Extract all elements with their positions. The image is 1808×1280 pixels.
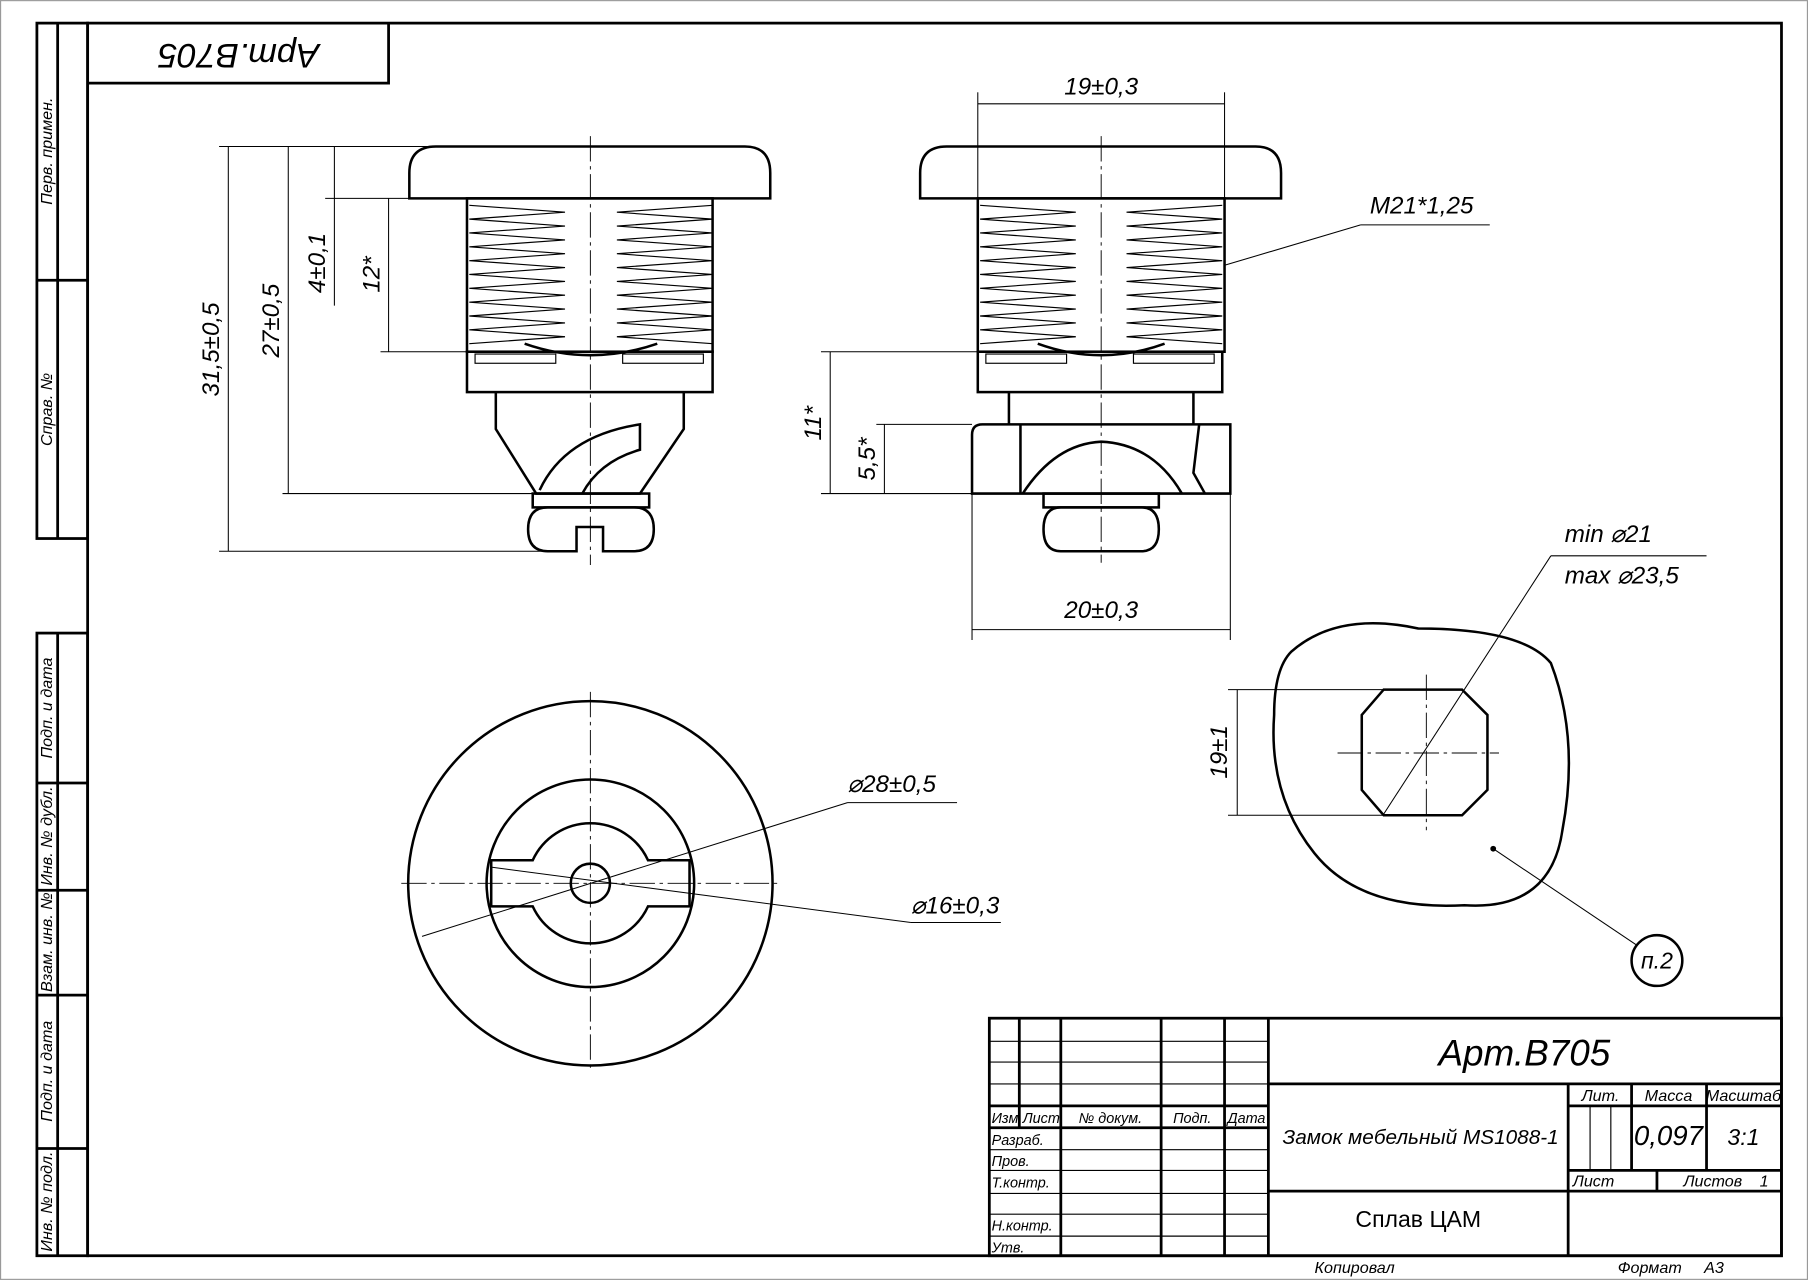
mass-label: Масса [1645,1087,1693,1105]
front-view-dimensions: 31,5±0,5 27±0,5 4±0,1 12* [198,145,542,552]
material: Сплав ЦАМ [1355,1206,1481,1232]
col-header: Лист [1022,1111,1060,1127]
title-block: Изм. Лист № докум. Подп. Дата Разраб. Пр… [987,1016,1783,1277]
dim-label: 19±1 [1206,725,1233,779]
top-view: ⌀28±0,5 ⌀16±0,3 [401,691,1001,1073]
note-callout [1630,933,1684,988]
sheets-value: 1 [1760,1173,1769,1191]
side-strip: Перв. примен. Справ. № Подп. и дата Инв.… [35,21,90,1258]
rotated-stamp: Арт.B705 [87,23,390,85]
part-name: Замок мебельный MS1088-1 [1282,1126,1558,1149]
dim-label: 11* [800,404,827,440]
strip-label: Подп. и дата [38,658,56,759]
dim-label: 12* [358,255,385,293]
strip-label: Справ. № [38,373,56,446]
strip-label: Инв. № дубл. [38,786,56,885]
strip-label: Перв. примен. [38,98,56,205]
front-view [408,136,772,566]
note-label: п.2 [1641,948,1673,974]
sheet-label: Лист [1572,1173,1615,1191]
dim-label: 20±0,3 [1063,597,1138,624]
scale-label: Масштаб [1706,1087,1782,1105]
stamp-text: Арт.B705 [157,36,321,74]
row-label: Пров. [992,1154,1030,1170]
row-label: Т.контр. [992,1176,1050,1192]
strip-label: Инв. № подл. [38,1152,56,1252]
scale-value: 3:1 [1727,1124,1759,1150]
dim-label: 31,5±0,5 [198,302,225,397]
dim-label: 4±0,1 [304,233,331,293]
dim-label: 5,5* [854,436,881,481]
copied-label: Копировал [1314,1259,1394,1277]
mass-value: 0,097 [1634,1120,1705,1151]
side-view [918,136,1283,563]
dim-label: ⌀16±0,3 [911,892,1000,919]
dim-label: ⌀28±0,5 [848,771,937,798]
dim-label: M21*1,25 [1370,192,1474,219]
article-number: Арт.B705 [1436,1032,1610,1073]
format-label: Формат А3 [1618,1259,1724,1277]
dim-label: max ⌀23,5 [1565,562,1680,589]
thread-lines [980,204,1223,345]
col-header: Изм. [992,1111,1023,1127]
strip-label: Подп. и дата [38,1021,56,1122]
lit-label: Лит. [1581,1087,1620,1105]
dim-label: 27±0,5 [258,283,285,358]
strip-label: Взам. инв. № [38,892,56,992]
dim-label: min ⌀21 [1565,521,1652,548]
row-label: Утв. [991,1240,1025,1256]
col-header: Подп. [1173,1111,1211,1127]
row-label: Н.контр. [992,1218,1053,1234]
col-header: № докум. [1079,1111,1142,1127]
dim-label: 19±0,3 [1064,74,1138,101]
side-view-dimensions: 19±0,3 20±0,3 M21*1,25 11* 5,5* [800,74,1490,640]
sheets-label: Листов [1682,1173,1742,1191]
row-label: Разраб. [992,1133,1044,1149]
mounting-hole-view: 19±1 min ⌀21 max ⌀23,5 п.2 [1206,521,1707,988]
thread-lines [469,204,713,345]
col-header: Дата [1225,1111,1265,1127]
